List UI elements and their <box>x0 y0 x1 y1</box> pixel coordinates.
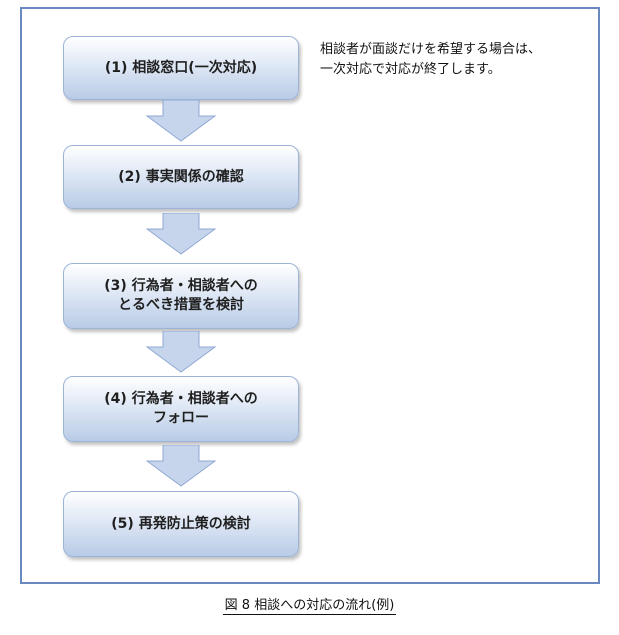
figure-caption: 図 8 相談への対応の流れ(例) <box>0 597 619 615</box>
figure-caption-text: 図 8 相談への対応の流れ(例) <box>222 598 397 615</box>
step-2-label: (2) 事実関係の確認 <box>118 168 244 185</box>
step-5-label: (5) 再発防止策の検討 <box>111 515 251 532</box>
step-2-fact-check: (2) 事実関係の確認 <box>63 145 299 209</box>
step-4-follow-up: (4) 行為者・相談者への フォロー <box>63 376 299 442</box>
step-3-label: (3) 行為者・相談者への とるべき措置を検討 <box>104 278 258 313</box>
side-note: 相談者が面談だけを希望する場合は、 一次対応で対応が終了します。 <box>320 42 542 77</box>
step-4-label: (4) 行為者・相談者への フォロー <box>104 391 258 426</box>
down-arrow-3 <box>146 331 216 373</box>
step-3-measures: (3) 行為者・相談者への とるべき措置を検討 <box>63 263 299 329</box>
step-1-consultation-desk: (1) 相談窓口(一次対応) <box>63 36 299 100</box>
step-1-label: (1) 相談窓口(一次対応) <box>104 59 258 76</box>
down-arrow-4 <box>146 445 216 487</box>
step-5-prevention: (5) 再発防止策の検討 <box>63 491 299 557</box>
down-arrow-2 <box>146 213 216 255</box>
down-arrow-1 <box>146 100 216 142</box>
